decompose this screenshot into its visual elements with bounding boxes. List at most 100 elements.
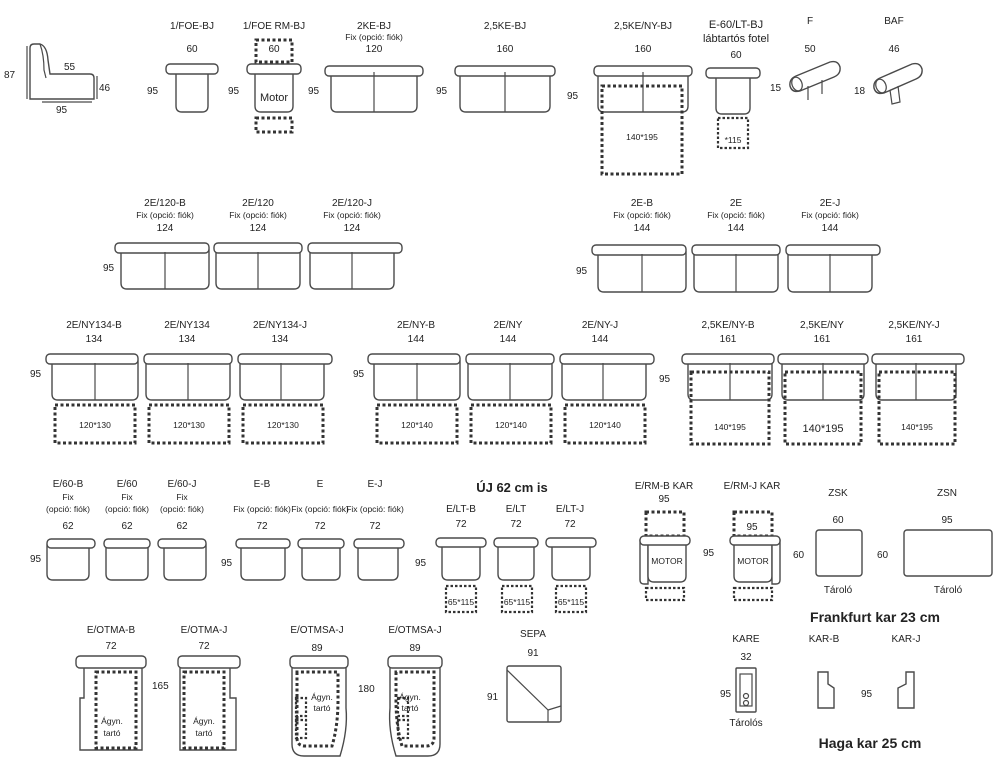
module-note: Fix (opció: fiók) [707,210,765,220]
module-back [307,242,403,254]
bed-extension [563,403,647,445]
module-name: 2,5KE/NY [800,320,844,331]
module-name: E/OTMA-B [87,625,136,636]
bed-size: 140*195 [803,423,844,435]
module-back [157,538,207,549]
module-back [103,538,151,549]
module-2eny-j: 2E/NY-J 144 120*140 [559,320,655,445]
module-body [105,544,149,581]
row3b-depth: 95 [353,369,365,380]
module-body [441,544,481,581]
bed-size: 140*195 [901,422,933,432]
module-width: 62 [121,521,133,532]
motor-extension-top [254,38,294,64]
bed-size: 120*130 [79,420,111,430]
bolster-foot [889,85,901,105]
bed-extension [689,370,771,446]
module-name: 2E/NY134-J [253,320,307,331]
sepa-fold-line [547,705,562,711]
module-e: E Fix (opció: fiók) 72 [291,479,349,581]
module-body [551,544,591,581]
module-body [254,71,294,113]
module-name: KAR-J [892,634,921,645]
module-back [691,244,781,256]
module-back [777,353,869,365]
module-depth: 95 [436,86,448,97]
module-name: E/60 [117,479,138,490]
module-name: E/60-B [53,479,84,490]
storage-label-1: Ágyn. [101,716,123,726]
module-body [301,544,341,581]
module-name: E [317,479,324,490]
module-name: ZSK [828,488,848,499]
motor-units-depth: 95 [703,548,715,559]
module-body [497,544,535,581]
footrest-size: *115 [725,135,742,145]
module-name: 2E-J [820,198,841,209]
kar-depth: 95 [861,689,873,700]
footrest-size: 65*115 [448,597,475,607]
bed-extension [783,370,863,446]
module-25ke-ny-b: 2,5KE/NY-B 161 140*195 [681,320,775,446]
module-body [903,529,993,577]
motor-label: MOTOR [737,556,768,566]
storage-label: Tárolós [729,718,762,729]
module-width: 91 [527,648,539,659]
module-width: 60 [832,515,844,526]
row3-depth: 95 [30,369,42,380]
module-1foe-bj: 1/FOE-BJ 60 95 [147,21,219,113]
module-width: 95 [941,515,953,526]
module-name: E/RM-B KAR [635,481,693,492]
module-zsn: ZSN 95 60 Tároló [877,488,993,596]
module-e-lt-b: E/LT-B 72 65*115 [435,504,487,614]
bed-extension [877,370,957,446]
module-name: E-B [254,479,271,490]
module-erm-j-kar: E/RM-J KAR 95 MOTOR [724,481,781,602]
module-name: E-J [368,479,383,490]
module-depth: 95 [308,86,320,97]
module-body [735,667,757,713]
module-body [46,544,90,581]
module-width: 72 [256,521,268,532]
module-back [297,538,345,549]
module-2eny-b: 2E/NY-B 144 120*140 [367,320,461,445]
module-depth: 95 [720,689,732,700]
bed-storage [295,670,340,748]
module-name: 2KE-BJ [357,21,391,32]
side-height-label: 87 [4,70,16,81]
module-width: 124 [250,223,267,234]
module-back [367,353,461,365]
module-name: 2,5KE/NY-J [888,320,939,331]
compartment-knob [742,699,750,707]
bed-extension [375,403,459,445]
module-body [239,360,325,401]
module-2e120-j: 2E/120-J Fix (opció: fiók) 124 [307,198,403,290]
module-e60-lt-bj: E-60/LT-BJ lábtartós fotel 60 *115 [703,19,769,150]
module-width: 161 [720,334,737,345]
module-width: 60 [186,44,198,55]
module-note: Fix (opció: fiók) [136,210,194,220]
module-body [175,71,209,113]
module-width: 72 [314,521,326,532]
bed-size: 140*195 [626,132,658,142]
module-2eny134-b: 2E/NY134-B 134 120*130 [45,320,139,445]
module-25ke-ny: 2,5KE/NY 161 140*195 [777,320,869,446]
footrest-extension [716,116,750,150]
module-width: 60 [268,44,280,55]
module-name: E/OTMA-J [181,625,228,636]
module-note: Fix (opció: fiók) [233,504,291,514]
module-name: 2E/NY134-B [66,320,122,331]
module-depth: 91 [487,692,499,703]
module-name: 2E/120-B [144,198,186,209]
module-back [729,535,781,546]
module-e-lt-j: E/LT-J 72 65*115 [545,504,597,614]
module-name: E/60-J [168,479,197,490]
module-e60-j: E/60-J Fix (opció: fiók) 62 [157,479,207,581]
bed-extension [241,403,325,445]
module-name: 2E/120-J [332,198,372,209]
module-back [493,537,539,548]
storage-label-1: Ágyn. [193,716,215,726]
module-width: 144 [500,334,517,345]
module-1foe-rm-bj: 1/FOE RM-BJ 60 95 Motor [228,21,305,134]
